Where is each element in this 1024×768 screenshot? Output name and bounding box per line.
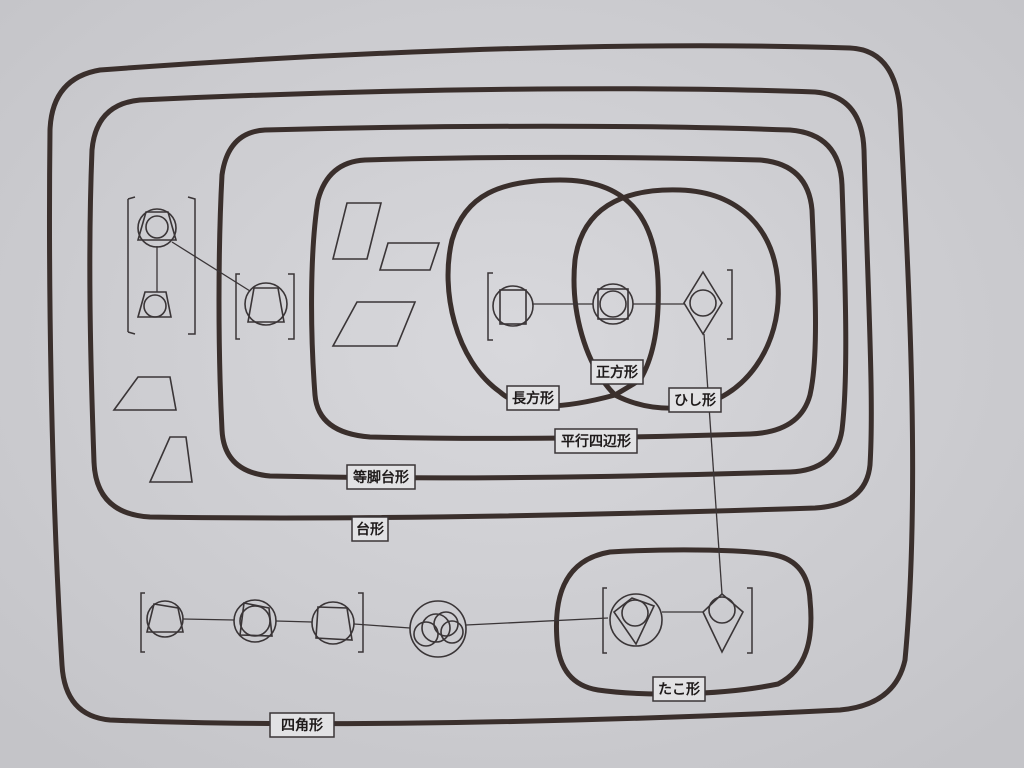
region-rectangle: [445, 177, 661, 409]
label-parallelogram-text: 平行四辺形: [561, 433, 631, 450]
region-kite: [553, 547, 814, 697]
label-square: 正方形: [590, 359, 644, 385]
label-quadrilateral-text: 四角形: [281, 717, 323, 734]
circle-icon-rhombus: [683, 270, 723, 336]
brackets: [127, 196, 753, 654]
circle-icon-kite-1: [609, 593, 663, 647]
trapezoid-shape-wide: [112, 376, 177, 411]
parallelogram-shape-tall: [331, 202, 383, 260]
region-isosceles-trapezoid: [216, 123, 849, 481]
label-kite-text: たこ形: [658, 681, 700, 698]
circle-icon-rectangle: [492, 285, 534, 327]
label-rectangle: 長方形: [506, 385, 560, 411]
parallelogram-shape-wide: [331, 301, 417, 347]
trapezoid-shape-tall: [148, 436, 193, 483]
region-parallelogram: [309, 154, 818, 441]
label-isosceles-trapezoid: 等脚台形: [346, 464, 416, 490]
label-rhombus-text: ひし形: [674, 392, 716, 409]
label-trapezoid: 台形: [351, 516, 389, 542]
label-parallelogram: 平行四辺形: [554, 428, 638, 454]
label-kite: たこ形: [652, 676, 706, 702]
circle-icon-isosceles-trapezoid: [244, 282, 288, 326]
label-square-text: 正方形: [596, 364, 638, 381]
circle-icon-kite-2: [702, 592, 745, 654]
label-quadrilateral: 四角形: [269, 712, 335, 738]
region-quadrilateral: [47, 43, 916, 727]
label-isosceles-trapezoid-text: 等脚台形: [353, 469, 409, 486]
circle-icon-bottom-3: [311, 601, 355, 645]
label-rhombus: ひし形: [668, 387, 722, 413]
circle-icon-tl-inscribed: [136, 291, 172, 318]
parallelogram-shape-small: [378, 242, 441, 271]
circle-icon-overlapping-circles: [409, 600, 467, 658]
label-rectangle-text: 長方形: [512, 390, 554, 407]
label-trapezoid-text: 台形: [356, 521, 384, 538]
region-trapezoid: [87, 86, 874, 521]
circle-icon-bottom-2: [233, 599, 277, 643]
